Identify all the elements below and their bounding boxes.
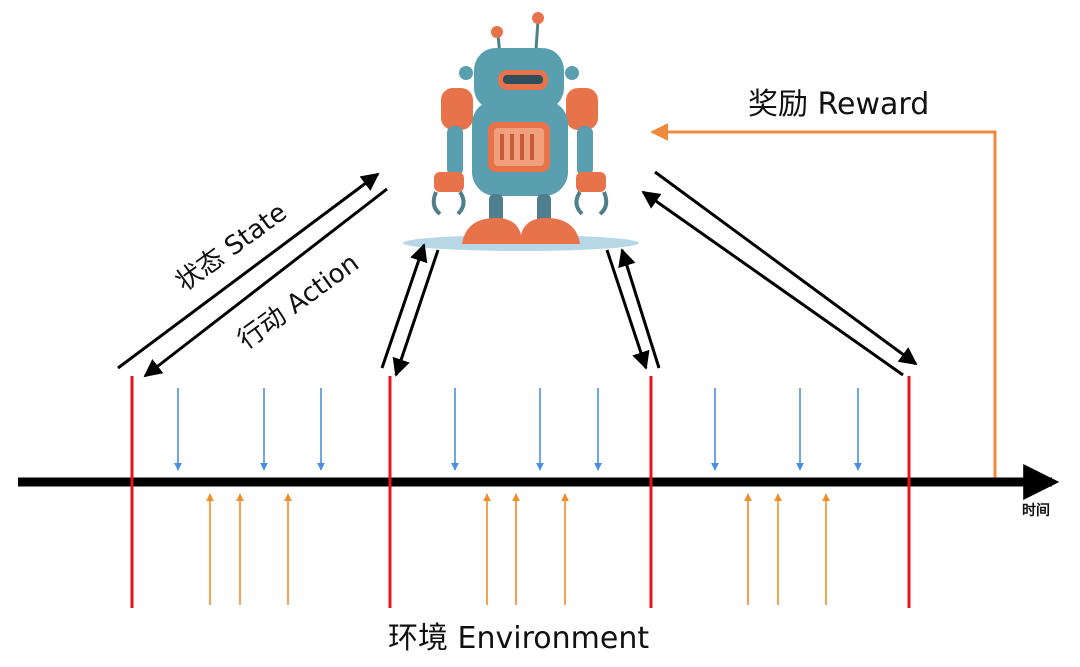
reward-arrow [650,123,997,478]
link-arrow-down [392,249,440,377]
time-axis-label: 时间 [1022,502,1050,519]
reward-label: 奖励 Reward [748,87,929,122]
up-arrows [206,493,830,605]
agent-environment-links [117,170,918,378]
link-arrow-up [641,190,904,377]
link-arrow-down [654,170,918,366]
environment-label: 环境 Environment [388,621,649,656]
link-arrow-down [605,249,650,370]
action-label: 行动 Action [232,248,364,356]
state-arrow [117,172,380,370]
action-arrow [143,187,388,378]
robot-icon [403,12,639,251]
step-markers [130,376,911,608]
link-arrow-up [380,243,428,369]
down-arrows [174,388,862,471]
link-arrow-up [618,248,661,369]
